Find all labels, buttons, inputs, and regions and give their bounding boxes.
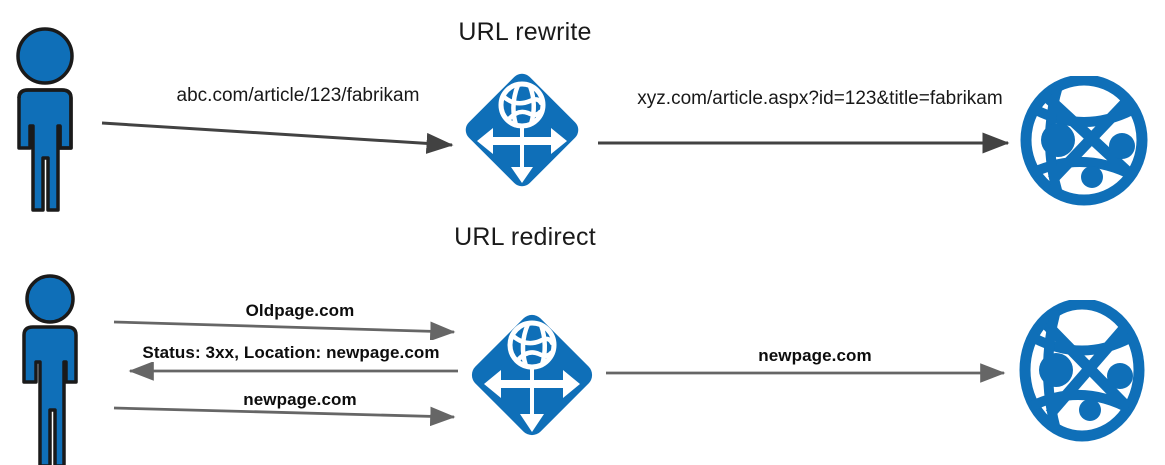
section-title-url-rewrite: URL rewrite xyxy=(458,18,592,46)
redirect-outbound-arrow xyxy=(604,362,1024,386)
rewrite-application-gateway-icon xyxy=(457,62,587,197)
redirect-retry-arrow xyxy=(112,404,472,426)
redirect-application-gateway-icon xyxy=(466,292,598,464)
redirect-response-label: Status: 3xx, Location: newpage.com xyxy=(142,343,440,362)
redirect-response-arrow xyxy=(112,362,472,384)
rewrite-outbound-arrow xyxy=(596,128,1026,158)
rewrite-outbound-label: xyz.com/article.aspx?id=123&title=fabrik… xyxy=(637,88,1003,109)
redirect-request-label: Oldpage.com xyxy=(245,301,355,320)
redirect-server-globe-network-icon xyxy=(1014,300,1154,448)
redirect-outbound-label: newpage.com xyxy=(758,346,872,365)
redirect-request-arrow xyxy=(112,318,472,340)
rewrite-server-globe-network-icon xyxy=(1014,76,1154,206)
redirect-retry-label: newpage.com xyxy=(243,390,357,409)
rewrite-client-person-icon xyxy=(2,22,102,212)
redirect-client-person-icon xyxy=(10,270,106,465)
rewrite-inbound-label: abc.com/article/123/fabrikam xyxy=(176,85,420,106)
section-title-url-redirect: URL redirect xyxy=(454,223,596,251)
rewrite-inbound-arrow xyxy=(100,110,470,160)
